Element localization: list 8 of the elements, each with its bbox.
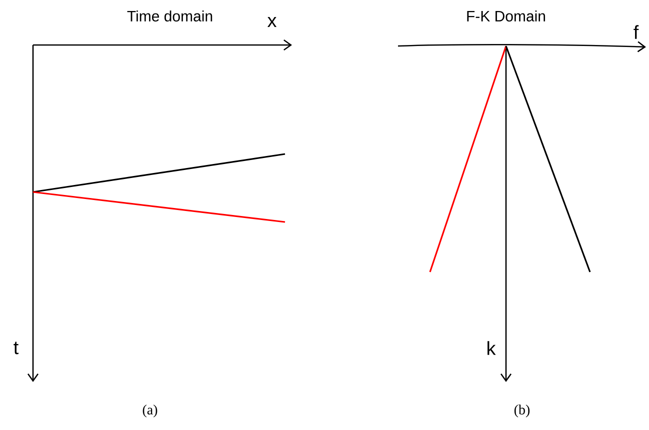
panel-caption: (b) [514, 404, 530, 418]
axis-label: f [634, 25, 639, 39]
axis-label: k [488, 341, 496, 355]
axis-label: x [267, 16, 277, 28]
panel-caption: (a) [142, 404, 158, 418]
panel-title: Time domain [127, 10, 212, 22]
panel-title: F-K Domain [467, 10, 546, 22]
axis-label: t [14, 342, 18, 354]
